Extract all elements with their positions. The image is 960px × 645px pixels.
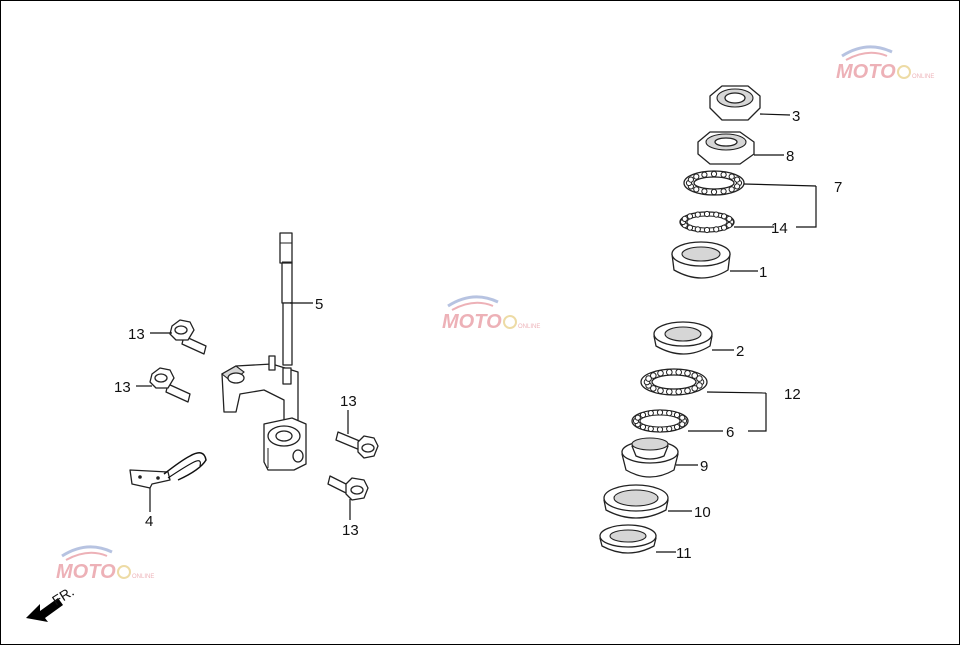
bearing-ball (720, 188, 727, 195)
callout-1: 1 (759, 264, 767, 281)
ball-race-part-12 (640, 368, 708, 396)
callout-labels: 3 8 7 14 1 2 12 6 9 10 11 5 13 13 13 13 … (114, 108, 842, 562)
bearing-cone-part-9 (621, 437, 679, 478)
callout-12: 12 (784, 386, 801, 403)
bearing-cup-part-1 (671, 241, 731, 279)
bearing-ball (703, 226, 711, 234)
callout-14: 14 (771, 220, 788, 237)
bolt-part-13-lower-right (327, 475, 369, 501)
bearing-ball (720, 171, 727, 178)
bearing-ball (647, 425, 654, 432)
callout-13-upper-right: 13 (340, 393, 357, 410)
bearing-ball (686, 224, 694, 231)
bearing-ball (710, 170, 718, 178)
watermark-logo-center (440, 295, 542, 335)
bearing-ball (650, 385, 657, 392)
bearing-ball (657, 370, 664, 377)
bearing-ball (710, 188, 718, 196)
dust-seal-part-10 (603, 484, 669, 519)
bearing-ball (679, 414, 686, 421)
front-arrow-icon (26, 598, 63, 622)
bearing-ball (666, 368, 673, 376)
watermark-logo-bottom-left (54, 545, 156, 585)
bearing-ball (647, 410, 654, 417)
bearing-ball (691, 372, 699, 379)
bearing-ball (656, 426, 664, 433)
bearing-ball (696, 375, 703, 382)
bearing-ball (726, 222, 733, 229)
bearing-ball (656, 409, 664, 416)
bearing-ball (639, 411, 647, 419)
bearing-ball (666, 410, 673, 417)
callout-4: 4 (145, 513, 153, 530)
bearing-ball (666, 388, 673, 396)
bearing-ball (694, 226, 701, 233)
bearing-ball (686, 213, 694, 220)
bearing-ball (691, 385, 699, 392)
bearing-ball (687, 176, 695, 183)
front-direction-indicator: FR. (26, 583, 77, 622)
bearing-ball (701, 171, 708, 178)
bearing-ball (694, 211, 701, 218)
callout-13-upper-left: 13 (128, 326, 145, 343)
bearing-ball (666, 425, 673, 432)
bearing-ball (650, 372, 657, 379)
ball-race-part-7 (683, 170, 745, 196)
bearing-ball (634, 414, 641, 421)
ball-retainer-part-6 (631, 409, 689, 433)
callout-13-lower-left: 13 (114, 379, 131, 396)
bearing-ball (720, 224, 728, 231)
bearing-ball (703, 210, 711, 218)
bearing-ball (675, 388, 683, 396)
bearing-ball (734, 176, 741, 183)
ball-retainer-part-14 (679, 210, 735, 234)
callout-3: 3 (792, 108, 800, 125)
bearing-ball (728, 173, 735, 180)
leader-lines (136, 113, 817, 553)
callout-2: 2 (736, 343, 744, 360)
bearing-ball (639, 423, 647, 431)
bearing-ball (679, 421, 686, 428)
bearing-ball (720, 213, 728, 220)
washer-part-11 (599, 524, 657, 554)
hex-nut-part-3 (709, 85, 761, 121)
bearing-ball (728, 186, 735, 193)
lock-nut-part-8 (697, 131, 755, 165)
watermark-logo-top-right (834, 45, 936, 85)
bearing-ball (696, 382, 703, 389)
callout-6: 6 (726, 424, 734, 441)
bearing-ball (693, 186, 700, 193)
bearing-ball (701, 188, 708, 195)
bracket-clip-part-4 (129, 452, 207, 489)
bearing-ball (684, 370, 691, 377)
callout-13-lower-right: 13 (342, 522, 359, 539)
callout-9: 9 (700, 458, 708, 475)
bearing-ball (726, 215, 733, 222)
steering-stem-part-5 (221, 232, 307, 471)
bearing-ball (693, 173, 700, 180)
bearing-ball (673, 423, 681, 431)
bearing-ball (684, 387, 691, 395)
callout-10: 10 (694, 504, 711, 521)
bearing-ball (681, 215, 688, 222)
callout-7: 7 (834, 179, 842, 196)
bearing-ball (734, 183, 741, 190)
bearing-cup-part-2 (653, 321, 713, 355)
bearing-ball (657, 387, 664, 395)
bearing-ball (713, 211, 720, 218)
callout-11: 11 (676, 545, 692, 562)
bearing-ball (713, 226, 720, 233)
callout-8: 8 (786, 148, 794, 165)
bolt-part-13-upper-right (335, 431, 379, 459)
bearing-ball (675, 368, 683, 376)
bolt-part-13-lower-left (149, 367, 191, 403)
bearing-ball (645, 375, 652, 382)
bearing-ball (673, 411, 681, 419)
bolt-part-13-upper-left (169, 319, 207, 355)
callout-5: 5 (315, 296, 323, 313)
